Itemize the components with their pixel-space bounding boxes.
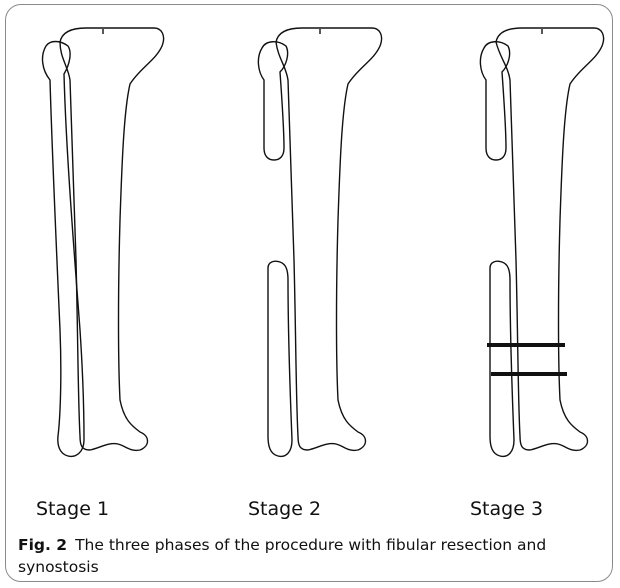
stage-3-fibula-proximal [480,42,509,160]
stage-1-tibia [60,28,164,450]
stage-2-fibula-proximal [258,42,287,160]
stage-1-illustration [43,28,164,456]
stage-1-label: Stage 1 [36,498,109,520]
stage-2-tibia [276,28,382,450]
stage-3-fibula-distal [490,261,514,456]
figure-caption-text: The three phases of the procedure with f… [18,536,546,576]
stage-2-fibula-distal [268,261,292,456]
stage-3-label: Stage 3 [470,498,543,520]
stage-1-fibula [43,42,84,457]
stage-2-label: Stage 2 [248,498,321,520]
procedure-diagram [0,0,620,530]
stage-2-illustration [258,28,381,456]
stage-3-illustration [480,28,603,456]
figure-number: Fig. 2 [18,536,67,554]
